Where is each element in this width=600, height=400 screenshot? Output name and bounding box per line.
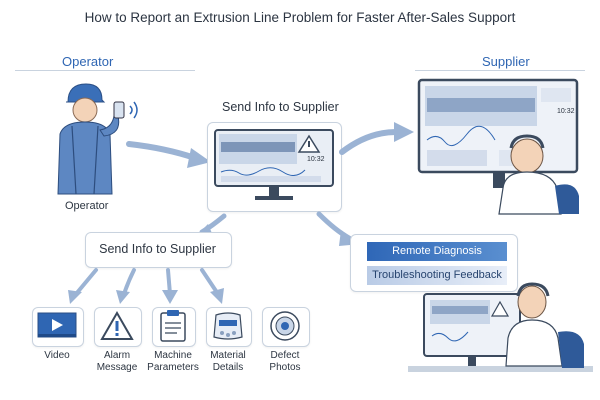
info-box xyxy=(85,232,232,268)
supplier-illustration xyxy=(417,78,579,215)
operator-caption: Operator xyxy=(65,200,109,212)
diagram-title: How to Report an Extrusion Line Problem … xyxy=(84,10,516,25)
material-bag-icon xyxy=(213,312,243,340)
defect-photo-icon xyxy=(270,311,300,341)
alarm-warning-icon xyxy=(100,311,134,340)
arrow-card-to-supplier xyxy=(339,122,414,155)
clipboard-icon xyxy=(160,310,186,342)
info-box-heading: Send Info to Supplier xyxy=(99,242,216,256)
troubleshooting-feedback-chip: Troubleshooting Feedback xyxy=(367,266,507,285)
remote-diagnosis-chip: Remote Diagnosis xyxy=(367,242,507,261)
arrow-fan-to-items xyxy=(68,268,224,304)
center-card-heading: Send Info to Supplier xyxy=(222,100,339,114)
supplier-divider xyxy=(415,70,585,71)
supplier-clock: 10:32 xyxy=(557,108,575,115)
item-label-video: Video xyxy=(44,350,70,361)
item-label-parameters: Machine Parameters xyxy=(147,350,199,373)
center-monitor xyxy=(214,129,334,200)
item-label-defect: Defect Photos xyxy=(269,350,301,373)
arrow-operator-to-card xyxy=(126,141,211,168)
operator-illustration xyxy=(57,83,138,195)
center-clock: 10:32 xyxy=(307,156,325,163)
operator-divider xyxy=(15,70,195,71)
item-label-material: Material Details xyxy=(210,350,246,373)
item-label-alarm: Alarm Message xyxy=(96,350,138,373)
operator-heading: Operator xyxy=(62,54,114,69)
support-engineer-illustration xyxy=(408,282,593,372)
video-icon xyxy=(37,312,77,338)
supplier-heading: Supplier xyxy=(482,54,530,69)
